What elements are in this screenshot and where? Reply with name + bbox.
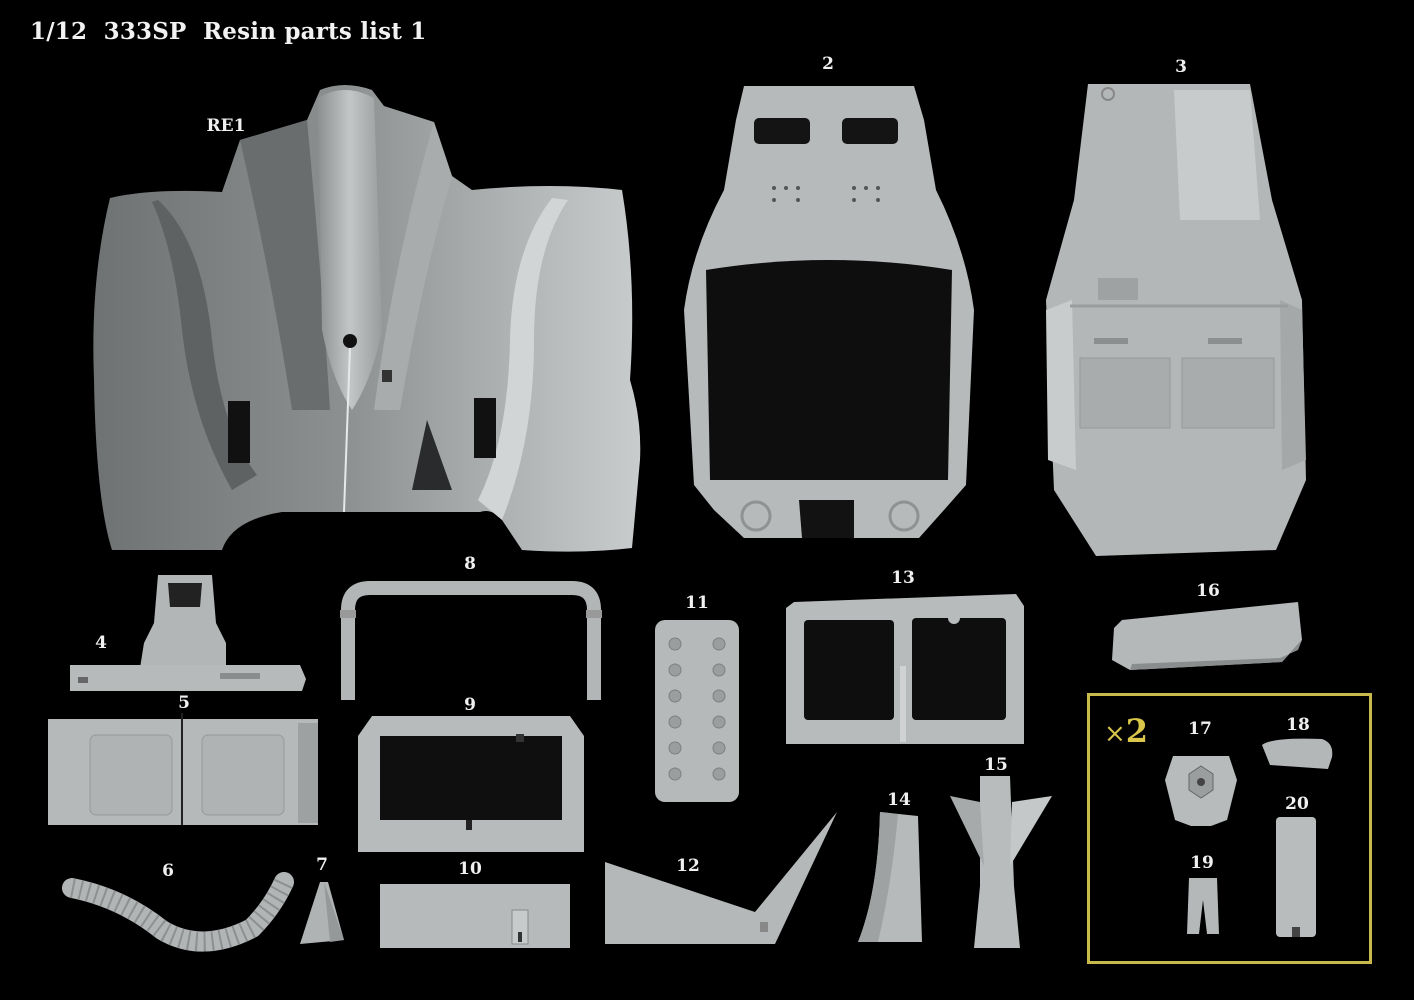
label-5: 5 <box>178 693 190 713</box>
part-16-cam-cover <box>1112 600 1302 672</box>
label-10: 10 <box>458 859 482 879</box>
part-12-side-panel <box>605 812 840 944</box>
sheet-title: 1/12 333SP Resin parts list 1 <box>30 18 427 45</box>
label-12: 12 <box>676 856 700 876</box>
label-16: 16 <box>1196 581 1220 601</box>
label-17: 17 <box>1188 719 1212 739</box>
part-19 <box>1185 878 1221 934</box>
kit-box-x2 <box>1087 693 1372 964</box>
part-18 <box>1262 737 1334 769</box>
label-2: 2 <box>822 54 834 74</box>
part-re1-engine-cover <box>82 80 644 555</box>
label-18: 18 <box>1286 715 1310 735</box>
part-13-window-frame <box>786 594 1024 744</box>
part-2-monocoque-front <box>684 80 974 545</box>
part-20 <box>1276 817 1316 937</box>
label-3: 3 <box>1175 57 1187 77</box>
part-3-monocoque-floor <box>1040 80 1316 560</box>
label-11: 11 <box>685 593 709 613</box>
multiplier-x2: ×2 <box>1104 712 1148 750</box>
part-5-bulkhead <box>48 713 318 825</box>
part-6-hose <box>62 868 294 956</box>
multiplier-symbol: × <box>1104 719 1126 749</box>
label-19: 19 <box>1190 853 1214 873</box>
label-8: 8 <box>464 554 476 574</box>
part-4-intake <box>70 573 306 693</box>
label-7: 7 <box>316 855 328 875</box>
part-15-mount <box>950 776 1052 948</box>
label-4: 4 <box>95 633 107 653</box>
part-10-plate <box>380 880 570 948</box>
label-9: 9 <box>464 695 476 715</box>
label-14: 14 <box>887 790 911 810</box>
label-15: 15 <box>984 755 1008 775</box>
part-17 <box>1163 750 1239 828</box>
part-11-relay-board <box>655 620 739 802</box>
label-6: 6 <box>162 861 174 881</box>
part-8-roll-hoop <box>340 580 602 705</box>
part-7-wedge <box>300 880 345 946</box>
label-re1: RE1 <box>206 116 246 136</box>
label-20: 20 <box>1285 794 1309 814</box>
multiplier-count: 2 <box>1125 712 1149 750</box>
part-14-fin <box>858 812 922 942</box>
part-9-dash-frame <box>358 716 584 852</box>
label-13: 13 <box>891 568 915 588</box>
